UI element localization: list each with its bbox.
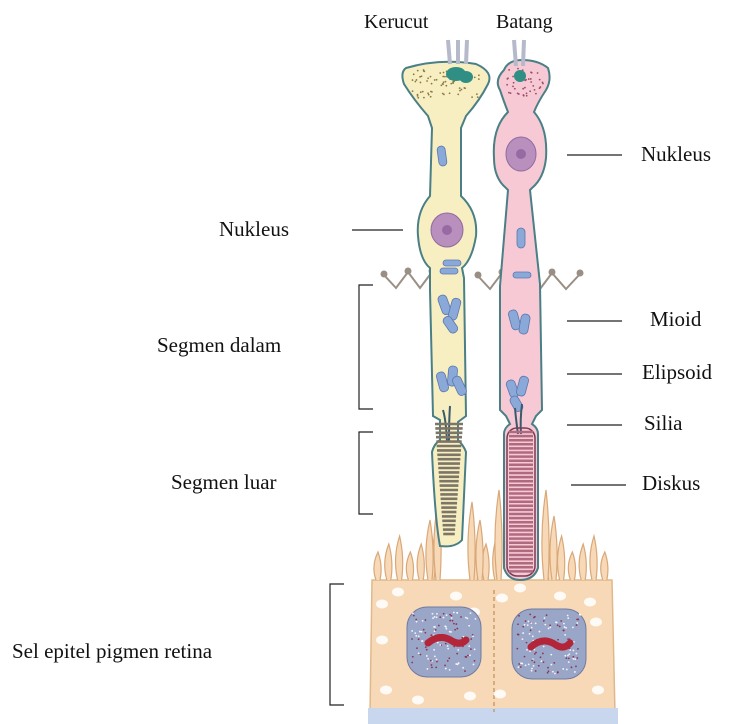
bracket-rpe — [330, 584, 344, 705]
outer-limiting-membrane — [381, 268, 584, 290]
header-rod: Batang — [496, 10, 553, 34]
cone-cell — [402, 40, 489, 546]
label-myoid: Mioid — [650, 307, 701, 331]
label-nucleus-right: Nukleus — [641, 142, 711, 166]
rpe-nucleus-left — [407, 607, 481, 677]
label-outer-segment: Segmen luar — [171, 470, 277, 494]
label-inner-segment: Segmen dalam — [157, 333, 281, 357]
label-ellipsoid: Elipsoid — [642, 360, 712, 384]
bracket-inner-segment — [359, 285, 373, 409]
label-rpe: Sel epitel pigmen retina — [12, 639, 212, 663]
bracket-outer-segment — [359, 432, 373, 514]
pointer-lines — [352, 155, 626, 485]
apical-microvilli — [374, 490, 608, 580]
rpe-nucleus-right — [512, 609, 586, 679]
rpe-layer — [368, 490, 618, 724]
label-nucleus-left: Nukleus — [219, 217, 289, 241]
label-cilia: Silia — [644, 411, 683, 435]
header-cone: Kerucut — [364, 10, 428, 34]
brackets — [330, 285, 373, 705]
cone-synapse — [446, 40, 473, 83]
label-discs: Diskus — [642, 471, 700, 495]
basal-membrane — [368, 708, 618, 724]
rod-cell — [494, 40, 550, 580]
